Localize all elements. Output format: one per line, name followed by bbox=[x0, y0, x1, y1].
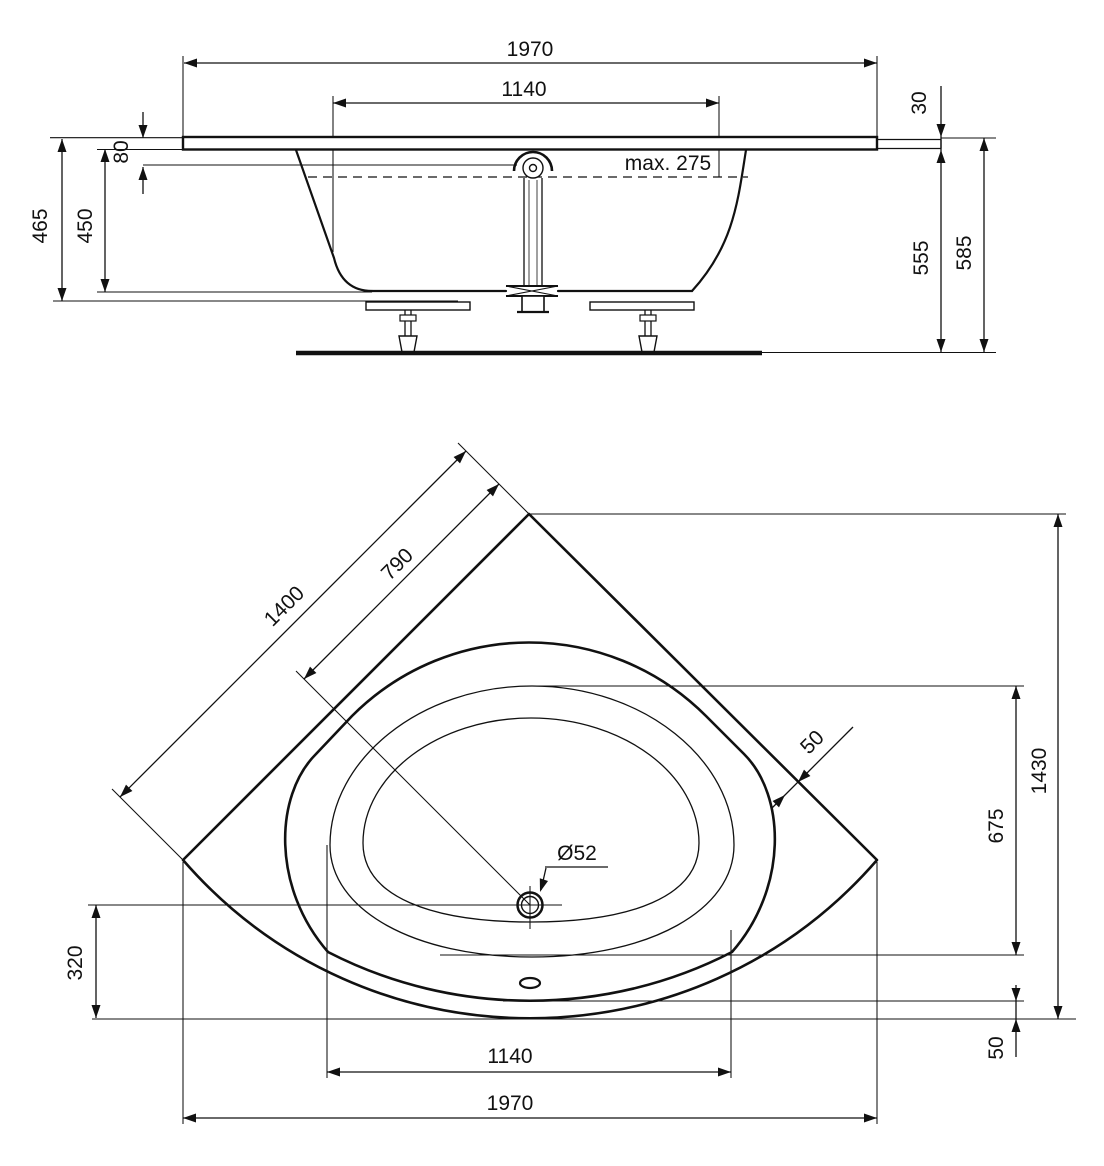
dim-height-under-rim: 555 bbox=[910, 240, 933, 275]
dim-rim-width-front: 50 bbox=[985, 1036, 1008, 1059]
support-rail-left bbox=[365, 301, 471, 311]
dim-plan-basin-width: 1140 bbox=[487, 1045, 532, 1068]
dim-height-inner-left: 450 bbox=[74, 208, 97, 243]
dim-rim-width-side: 50 bbox=[796, 726, 829, 759]
drain-hole bbox=[516, 891, 544, 919]
dim-drain-diameter: Ø52 bbox=[557, 842, 597, 865]
dim-height-total: 585 bbox=[953, 235, 976, 270]
foot-right bbox=[638, 310, 658, 353]
side-view: 1970 1140 max. 275 80 465 450 30 555 585 bbox=[29, 38, 996, 356]
dim-rim-overflow: 80 bbox=[110, 140, 133, 163]
dim-plan-overall-width: 1970 bbox=[487, 1092, 534, 1115]
support-rail-right bbox=[589, 301, 695, 311]
plan-view: 1400 790 50 1430 675 50 320 1140 1970 Ø5… bbox=[64, 442, 1076, 1124]
dim-depth-overall: 1430 bbox=[1028, 748, 1051, 795]
basin-top-edge bbox=[329, 685, 735, 958]
overflow-hole bbox=[518, 976, 542, 990]
overflow-drain-column bbox=[505, 150, 559, 314]
tub-right-wall bbox=[690, 148, 748, 293]
dim-side-overall-width: 1970 bbox=[507, 38, 554, 61]
dim-rim-thickness: 30 bbox=[908, 91, 931, 114]
dim-drain-to-front: 320 bbox=[64, 945, 87, 980]
tub-rim-plate bbox=[181, 135, 879, 151]
dim-side-basin-width: 1140 bbox=[501, 78, 546, 101]
dim-basin-depth: 675 bbox=[985, 808, 1008, 843]
foot-left bbox=[398, 310, 418, 353]
basin-bottom-edge bbox=[362, 717, 700, 923]
dim-edge-length: 1400 bbox=[260, 582, 309, 631]
tub-outer-edge bbox=[181, 512, 879, 1020]
dim-water-level: max. 275 bbox=[625, 152, 711, 175]
tub-left-wall bbox=[294, 148, 374, 293]
dim-height-outer-left: 465 bbox=[29, 208, 52, 243]
dim-edge-to-drain: 790 bbox=[377, 544, 418, 585]
tub-inner-rim bbox=[283, 641, 777, 1002]
